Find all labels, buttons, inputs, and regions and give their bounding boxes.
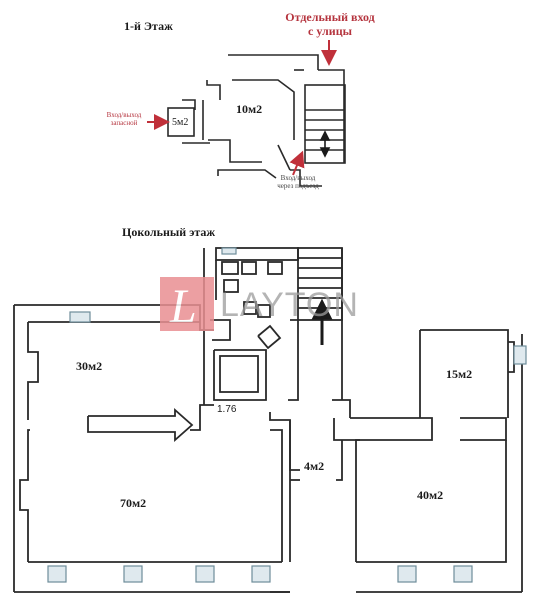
- dimension-label: 1.76: [217, 404, 237, 415]
- windows: [47, 247, 527, 583]
- street-entrance-label: Отдельный вход с улицы: [285, 10, 375, 38]
- room-30-label: 30м2: [76, 359, 103, 373]
- emergency-exit-label: Вход/выход запасной: [106, 111, 142, 128]
- room-15-label: 15м2: [446, 367, 473, 381]
- logo-text: LAYTON: [220, 286, 359, 324]
- room-10-label: 10м2: [236, 102, 263, 116]
- entrance-arrows: [147, 40, 337, 176]
- basement-plan: [13, 247, 523, 593]
- room-70-label: 70м2: [120, 496, 147, 510]
- porch-entrance-label: Вход/выход через подъезд: [277, 174, 319, 191]
- basement-title: Цокольный этаж: [122, 225, 216, 239]
- first-floor-plan: [167, 54, 346, 187]
- floor1-title: 1-й Этаж: [124, 19, 173, 33]
- room-40-label: 40м2: [417, 488, 444, 502]
- stair-arrow-small: [319, 130, 331, 158]
- stair-arrow-large: [311, 298, 333, 345]
- room-4-label: 4м2: [304, 459, 325, 473]
- logo-mark: L: [160, 277, 214, 333]
- room-5-label: 5м2: [172, 117, 189, 128]
